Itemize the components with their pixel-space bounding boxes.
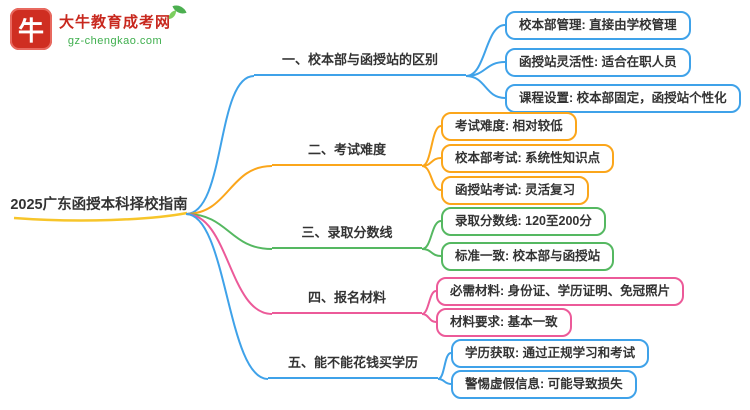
branch-2-label: 二、考试难度 — [272, 142, 422, 166]
leaf-node-2-2: 校本部考试: 系统性知识点 — [441, 144, 615, 173]
branch-3-label: 三、录取分数线 — [272, 225, 422, 249]
bull-logo-icon: 牛 — [10, 8, 52, 50]
leaf-node-2-3: 函授站考试: 灵活复习 — [441, 176, 590, 205]
branch-4-label: 四、报名材料 — [272, 290, 422, 314]
leaf-node-3-2: 标准一致: 校本部与函授站 — [441, 242, 615, 271]
leaf-node-2-1: 考试难度: 相对较低 — [441, 112, 577, 141]
leaf-node-5-1: 学历获取: 通过正规学习和考试 — [451, 339, 650, 368]
leaf-node-5-2: 警惕虚假信息: 可能导致损失 — [451, 370, 637, 399]
leaf-node-1-2: 函授站灵活性: 适合在职人员 — [505, 48, 691, 77]
leaf-node-3-1: 录取分数线: 120至200分 — [441, 207, 606, 236]
branch-5-label: 五、能不能花钱买学历 — [268, 355, 438, 379]
branch-1-label: 一、校本部与函授站的区别 — [254, 52, 466, 76]
logo-title: 大牛教育成考网 — [59, 14, 172, 31]
logo-url: gz-chengkao.com — [67, 35, 163, 47]
leaf-node-1-1: 校本部管理: 直接由学校管理 — [505, 11, 691, 40]
root-node: 2025广东函授本科择校指南 — [10, 197, 188, 213]
site-logo[interactable]: 牛 大牛教育成考网 gz-chengkao.com — [10, 2, 187, 50]
leaf-node-4-1: 必需材料: 身份证、学历证明、免冠照片 — [436, 277, 685, 306]
leaf-node-4-2: 材料要求: 基本一致 — [436, 308, 572, 337]
logo-text-block: 大牛教育成考网 gz-chengkao.com — [59, 2, 187, 47]
leaf-node-1-3: 课程设置: 校本部固定，函授站个性化 — [505, 84, 741, 113]
leaf-decoration-icon — [172, 2, 187, 17]
